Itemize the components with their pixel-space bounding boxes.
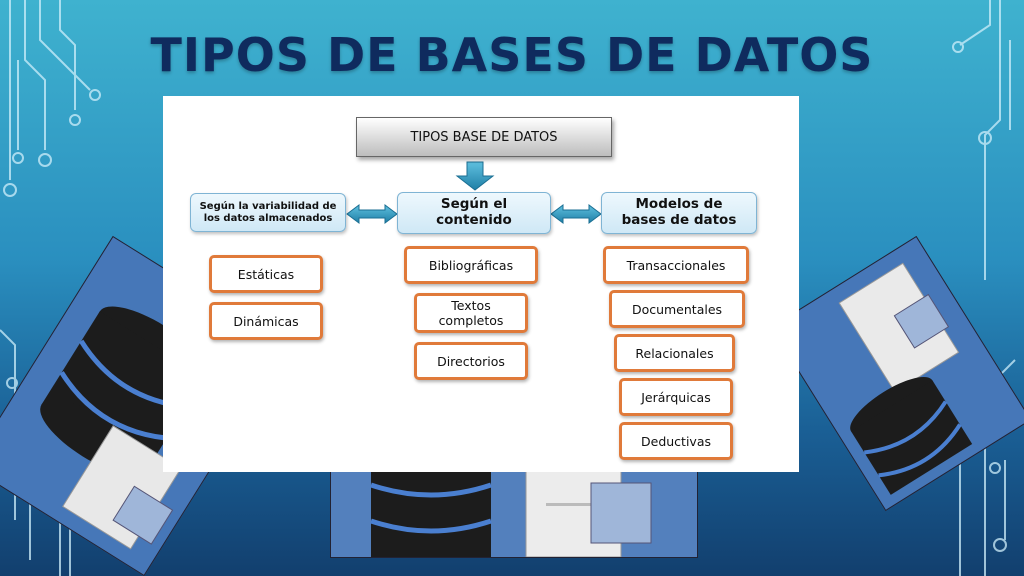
item-relacionales: Relacionales (614, 334, 735, 372)
item-transaccionales: Transaccionales (603, 246, 749, 284)
item-textos-completos: Textos completos (414, 293, 528, 333)
item-bibliograficas: Bibliográficas (404, 246, 538, 284)
category-contenido: Según el contenido (397, 192, 551, 234)
down-arrow-icon (455, 161, 495, 191)
database-server-illustration-right (770, 235, 1024, 512)
item-estaticas: Estáticas (209, 255, 323, 293)
item-directorios: Directorios (414, 342, 528, 380)
root-node: TIPOS BASE DE DATOS (356, 117, 612, 157)
category-variabilidad: Según la variabilidad de los datos almac… (190, 193, 346, 232)
double-arrow-right-icon (550, 204, 602, 224)
database-server-illustration-bottom (330, 462, 698, 558)
slide-title: TIPOS DE BASES DE DATOS (150, 28, 874, 82)
item-deductivas: Deductivas (619, 422, 733, 460)
category-modelos: Modelos de bases de datos (601, 192, 757, 234)
item-documentales: Documentales (609, 290, 745, 328)
item-jerarquicas: Jerárquicas (619, 378, 733, 416)
diagram-panel: TIPOS BASE DE DATOS Según la variabilida… (163, 96, 799, 472)
item-dinamicas: Dinámicas (209, 302, 323, 340)
double-arrow-left-icon (346, 204, 398, 224)
